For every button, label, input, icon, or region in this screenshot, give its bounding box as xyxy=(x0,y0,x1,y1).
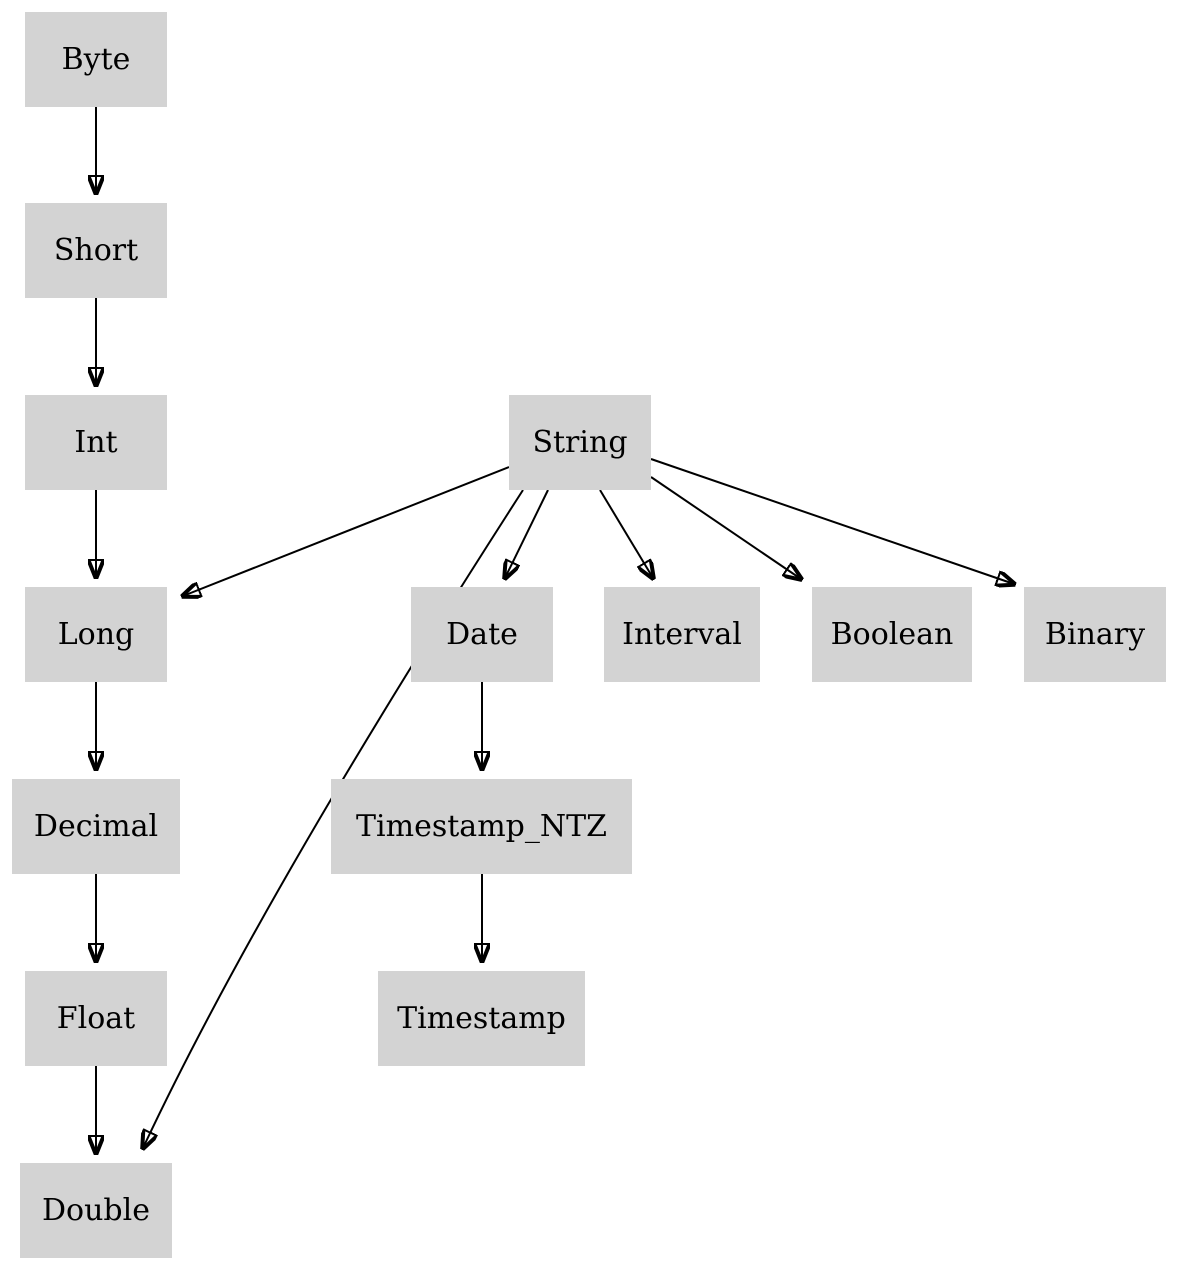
node-long: Long xyxy=(25,587,167,682)
node-short: Short xyxy=(25,203,167,298)
edge-string-date xyxy=(505,489,549,578)
node-timestamp-ntz: Timestamp_NTZ xyxy=(331,779,632,874)
node-boolean: Boolean xyxy=(812,587,972,682)
node-double: Double xyxy=(20,1163,172,1258)
node-byte: Byte xyxy=(25,12,167,107)
node-float: Float xyxy=(25,971,167,1066)
node-interval: Interval xyxy=(604,587,760,682)
node-decimal: Decimal xyxy=(12,779,180,874)
edge-string-long xyxy=(183,466,510,596)
node-binary: Binary xyxy=(1024,587,1166,682)
node-date: Date xyxy=(411,587,553,682)
edge-string-binary xyxy=(650,458,1014,584)
edge-string-interval xyxy=(599,489,653,578)
edge-string-boolean xyxy=(650,476,801,579)
node-string: String xyxy=(509,395,651,490)
node-int: Int xyxy=(25,395,167,490)
node-timestamp: Timestamp xyxy=(378,971,585,1066)
